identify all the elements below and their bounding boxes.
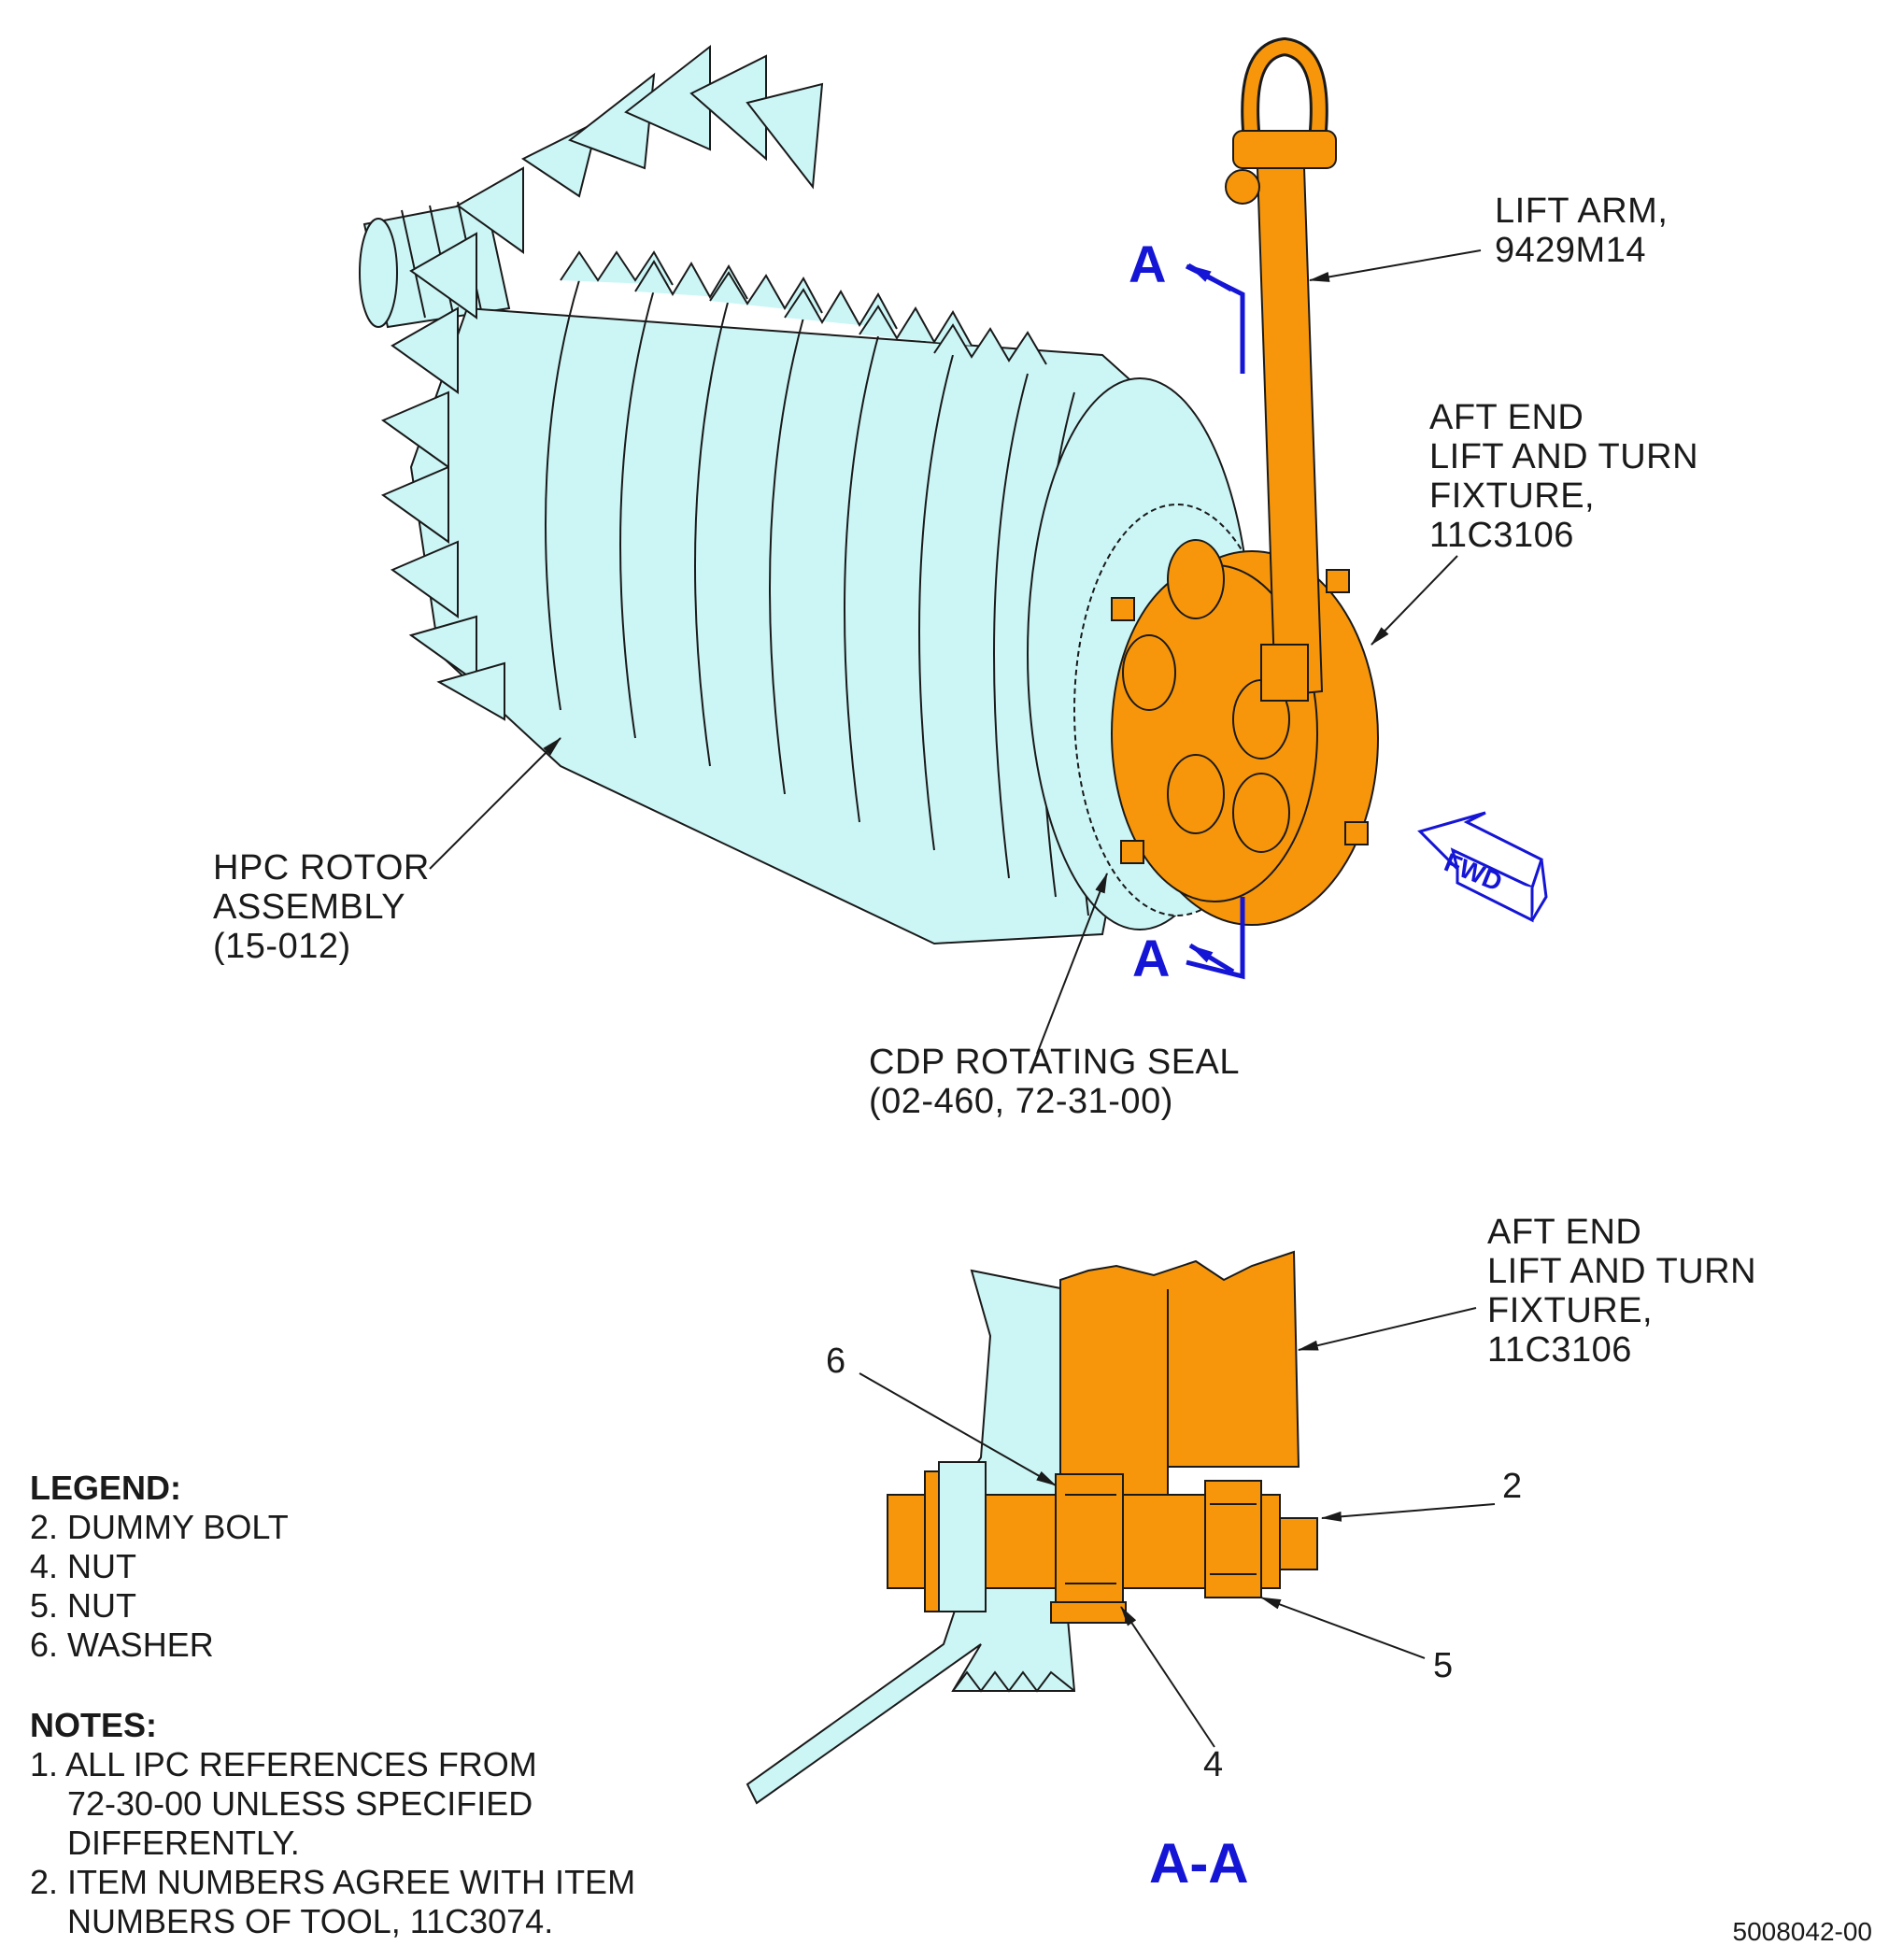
aft-end-fixture [1111,36,1379,926]
section-marker-top: A [1129,234,1167,293]
stage1-blades [380,44,824,721]
legend-entry: 6. WASHER [30,1626,214,1664]
fixture-hole [1232,773,1290,853]
note-line: 1. ALL IPC REFERENCES FROM [30,1745,537,1783]
fwd-arrow [1417,811,1548,923]
section-detail [746,1250,1318,1805]
legend: LEGEND: 2. DUMMY BOLT 4. NUT 5. NUT 6. W… [30,1469,289,1665]
fixture-hole [1122,634,1176,711]
hpc-rotor-label: HPC ROTOR ASSEMBLY (15-012) [213,848,430,966]
fixture-hole [1167,754,1225,834]
fixture-hole [1167,539,1225,619]
section-cut-line [1185,263,1245,980]
legend-entry: 4. NUT [30,1547,137,1585]
legend-entry: 2. DUMMY BOLT [30,1508,289,1546]
lift-arm-label: LIFT ARM, 9429M14 [1495,192,1669,270]
notes: NOTES: 1. ALL IPC REFERENCES FROM 72-30-… [30,1706,635,1941]
note-line: 2. ITEM NUMBERS AGREE WITH ITEM [30,1863,636,1901]
leader-lines [429,249,1496,1748]
cdp-seal-label: CDP ROTATING SEAL (02-460, 72-31-00) [869,1043,1241,1121]
note-line: 72-30-00 UNLESS SPECIFIED [30,1784,533,1823]
figure-number: 5008042-00 [1732,1917,1872,1946]
item-number-6: 6 [826,1342,846,1381]
item-number-5: 5 [1433,1646,1454,1685]
note-line: NUMBERS OF TOOL, 11C3074. [30,1902,554,1940]
notes-title: NOTES: [30,1706,158,1744]
section-view-title: A-A [1149,1832,1249,1895]
legend-entry: 5. NUT [30,1586,137,1625]
section-marker-bottom: A [1132,929,1171,987]
item-number-2: 2 [1502,1467,1523,1506]
item-number-4: 4 [1203,1745,1224,1784]
nut-5 [1204,1480,1262,1598]
aft-fixture-label-bottom: AFT END LIFT AND TURN FIXTURE, 11C3106 [1487,1213,1757,1370]
washer-6 [1050,1601,1127,1624]
note-line: DIFFERENTLY. [30,1824,300,1862]
aft-fixture-label-top: AFT END LIFT AND TURN FIXTURE, 11C3106 [1429,398,1699,555]
blade-rows [560,250,1047,365]
legend-title: LEGEND: [30,1469,181,1507]
